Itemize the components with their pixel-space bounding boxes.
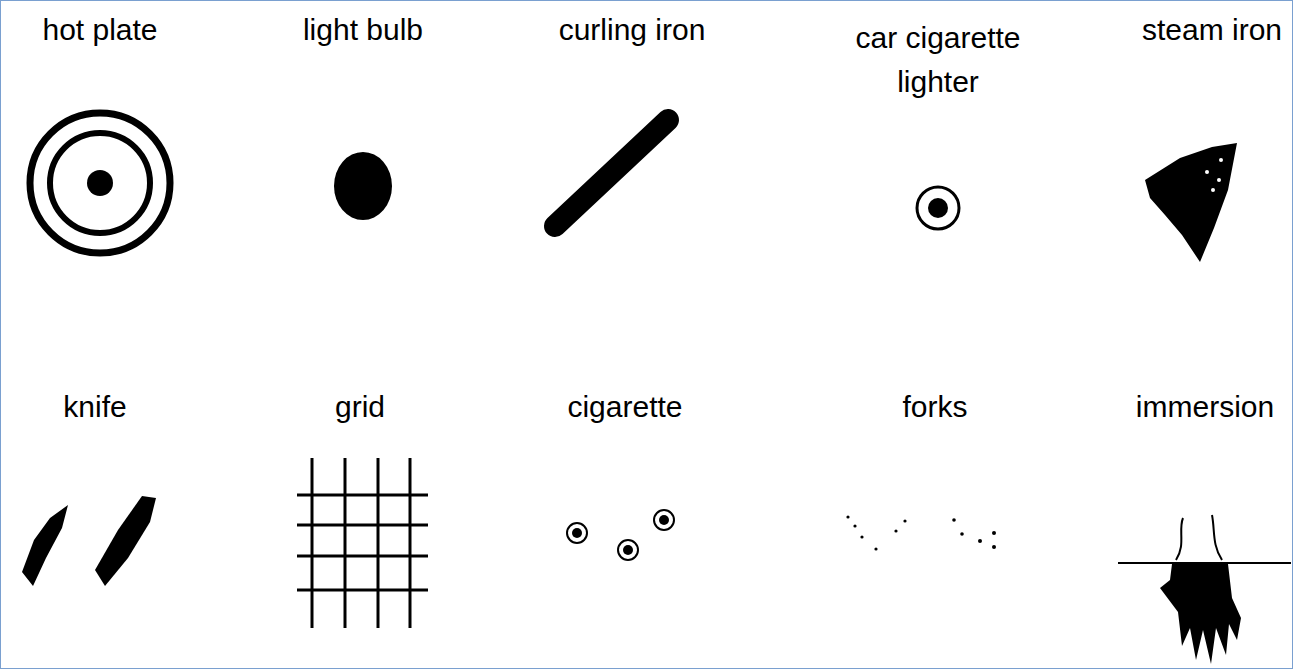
burn-label: cigarette: [567, 385, 682, 429]
burn-label: car cigarette lighter: [823, 16, 1053, 103]
burn-label: hot plate: [42, 8, 157, 52]
burn-label: immersion: [1136, 385, 1274, 429]
knife-mark: [22, 496, 156, 586]
steam-iron-mark: [1145, 143, 1237, 262]
grid-mark: [297, 458, 428, 628]
cigarette-mark: [567, 510, 674, 560]
burn-label: curling iron: [559, 8, 706, 52]
curling-iron-mark: [555, 120, 668, 226]
car-lighter-mark: [917, 187, 959, 229]
burn-label: knife: [63, 385, 126, 429]
burn-label: light bulb: [303, 8, 423, 52]
immersion-mark: [1118, 515, 1291, 664]
forks-mark: [846, 515, 996, 550]
burn-label: forks: [902, 385, 967, 429]
burn-label: steam iron: [1142, 8, 1282, 52]
burn-label: grid: [335, 385, 385, 429]
light-bulb-mark: [334, 152, 392, 220]
hot-plate-mark: [30, 113, 170, 253]
